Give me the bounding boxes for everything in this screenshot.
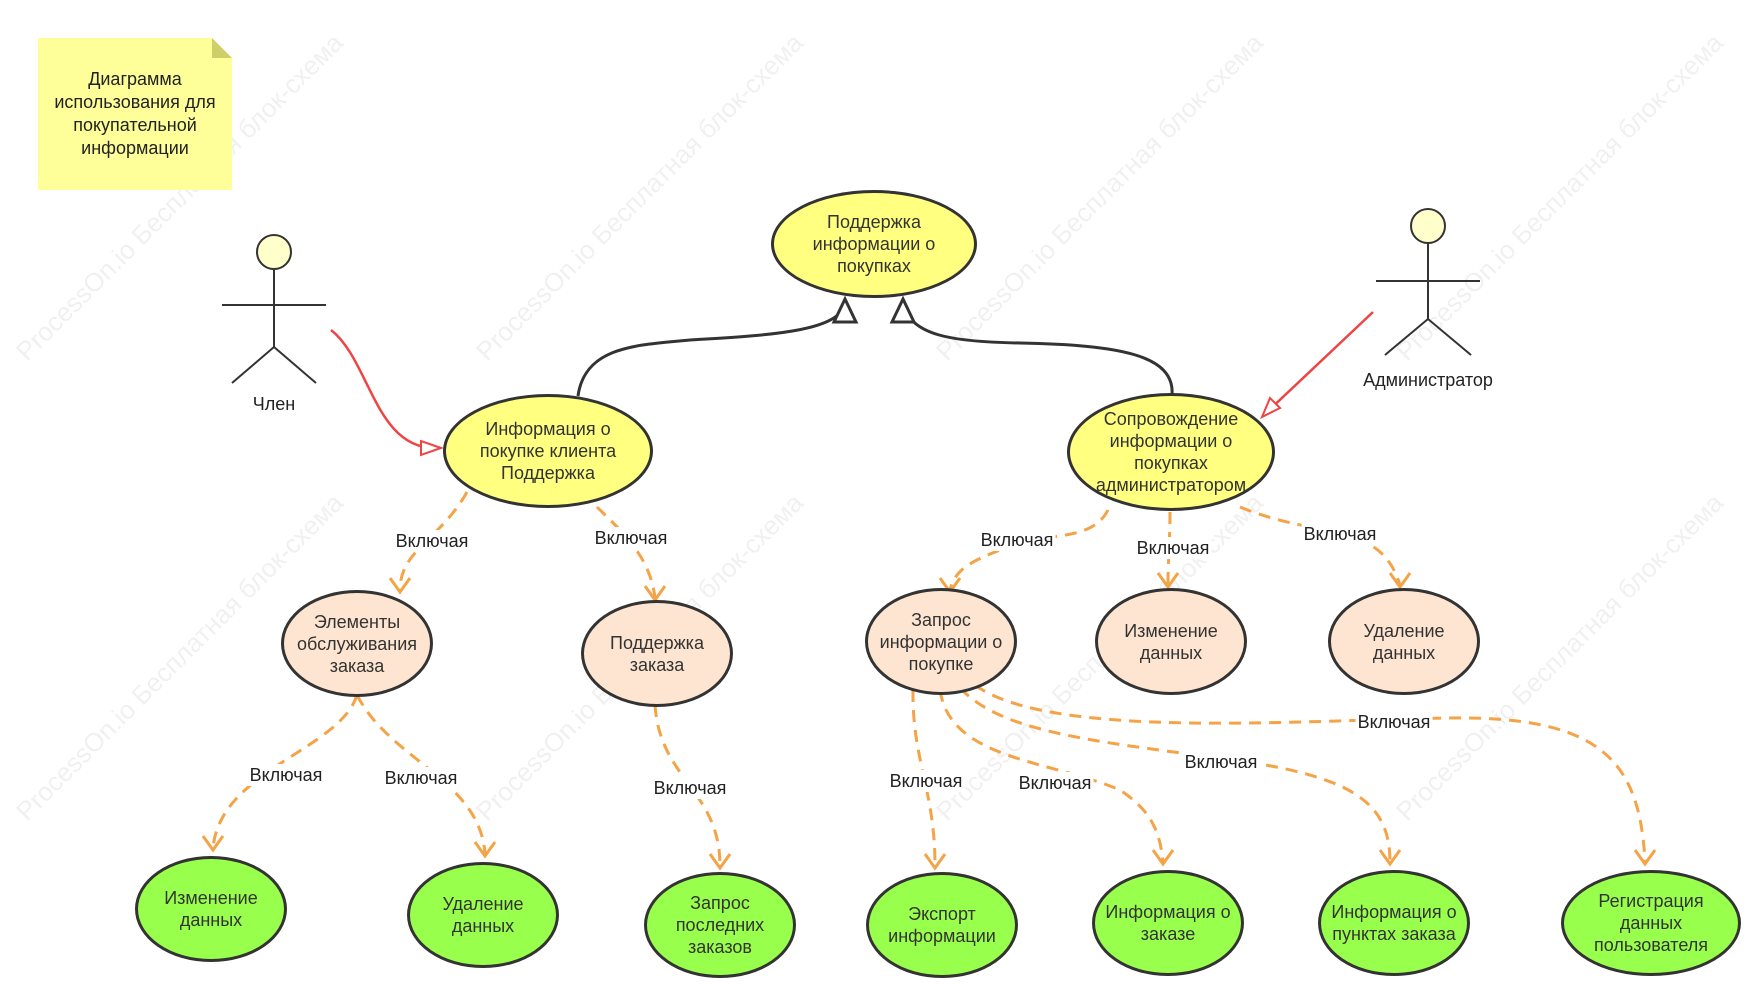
include-arrow-icon [1151,849,1175,867]
include-label: Включая [887,770,965,792]
association-edge[interactable] [330,329,438,450]
generalization-arrow-icon [889,295,917,324]
generalization-arrow-icon [831,295,859,324]
include-edge[interactable] [595,505,657,599]
include-label: Включая [393,530,471,552]
include-arrow-icon [1633,849,1657,867]
use-case-order-support[interactable]: Поддержка заказа [581,600,733,707]
include-arrow-icon [473,841,497,859]
include-arrow-icon [388,577,412,595]
include-edge[interactable] [1239,505,1402,586]
include-label: Включая [651,777,729,799]
use-case-leaf-export[interactable]: Экспорт информации [866,872,1018,978]
member-actor-icon[interactable] [222,234,326,384]
use-case-purchase-query[interactable]: Запрос информации о покупке [865,588,1017,695]
admin-actor-icon[interactable] [1376,208,1480,356]
association-arrow-icon [420,439,445,457]
admin-actor-label: Администратор [1363,370,1493,390]
include-label: Включая [592,527,670,549]
include-label: Включая [247,764,325,786]
use-case-leaf-order-items[interactable]: Информация о пунктах заказа [1318,870,1470,976]
include-label: Включая [1016,772,1094,794]
include-edge[interactable] [1166,511,1172,586]
include-label: Включая [978,529,1056,551]
association-edge[interactable] [1264,311,1374,415]
include-arrow-icon [201,835,225,853]
include-label: Включая [1134,537,1212,559]
diagram-note[interactable]: Диаграмма использования для покупательно… [38,38,232,190]
include-label: Включая [1182,751,1260,773]
include-edge[interactable] [948,509,1110,591]
include-label: Включая [1355,711,1433,733]
use-case-customer-support[interactable]: Информация о покупке клиента Поддержка [443,394,653,508]
include-edge[interactable] [211,694,359,849]
include-label: Включая [1301,523,1379,545]
use-case-root[interactable]: Поддержка информации о покупках [771,190,977,298]
generalization-edge[interactable] [901,302,1174,396]
use-case-leaf-user-reg[interactable]: Регистрация данных пользователя [1561,870,1741,976]
member-actor-label: Член [252,394,296,414]
include-arrow-icon [1378,849,1402,867]
include-label: Включая [382,767,460,789]
include-edge[interactable] [958,686,1392,863]
use-case-admin-maintenance[interactable]: Сопровождение информации о покупках адми… [1067,393,1275,511]
use-case-leaf-edit[interactable]: Изменение данных [135,856,287,962]
generalization-edge[interactable] [576,302,847,397]
use-case-leaf-recent-orders[interactable]: Запрос последних заказов [644,872,796,978]
include-arrow-icon [1388,572,1412,590]
association-arrow-icon [1260,396,1282,420]
use-case-leaf-order-info[interactable]: Информация о заказе [1092,870,1244,976]
use-case-leaf-delete[interactable]: Удаление данных [407,862,559,968]
include-arrow-icon [1156,572,1180,590]
use-case-admin-edit[interactable]: Изменение данных [1095,588,1247,695]
use-case-admin-delete[interactable]: Удаление данных [1328,588,1480,695]
include-arrow-icon [923,853,947,871]
include-arrow-icon [708,853,732,871]
use-case-order-service[interactable]: Элементы обслуживания заказа [281,590,433,697]
